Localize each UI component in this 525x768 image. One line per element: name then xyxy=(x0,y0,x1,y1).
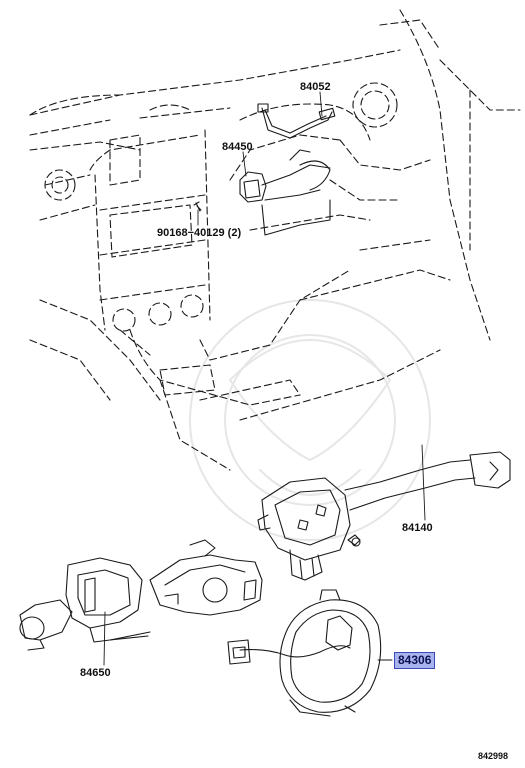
watermark-emblem xyxy=(189,299,431,541)
part-84140-switch xyxy=(257,451,511,581)
callout-84052: 84052 xyxy=(300,81,331,93)
callout-84306-highlighted[interactable]: 84306 xyxy=(394,652,436,669)
callout-84650: 84650 xyxy=(80,667,111,679)
part-84450-sensor xyxy=(239,149,331,236)
leader-lines xyxy=(103,91,426,666)
callout-84450: 84450 xyxy=(222,141,253,153)
callout-84140: 84140 xyxy=(402,522,433,534)
dashboard-outline xyxy=(29,9,521,471)
part-90168-screw xyxy=(193,201,202,212)
part-84052-harness xyxy=(257,103,336,139)
part-84306-spiral-cable xyxy=(227,589,382,717)
part-84650-switch xyxy=(19,557,151,651)
callout-90168-40129: 90168−40129 (2) xyxy=(157,227,242,239)
sheet-number: 842998 xyxy=(478,751,509,761)
part-cover-bracket xyxy=(149,539,263,616)
